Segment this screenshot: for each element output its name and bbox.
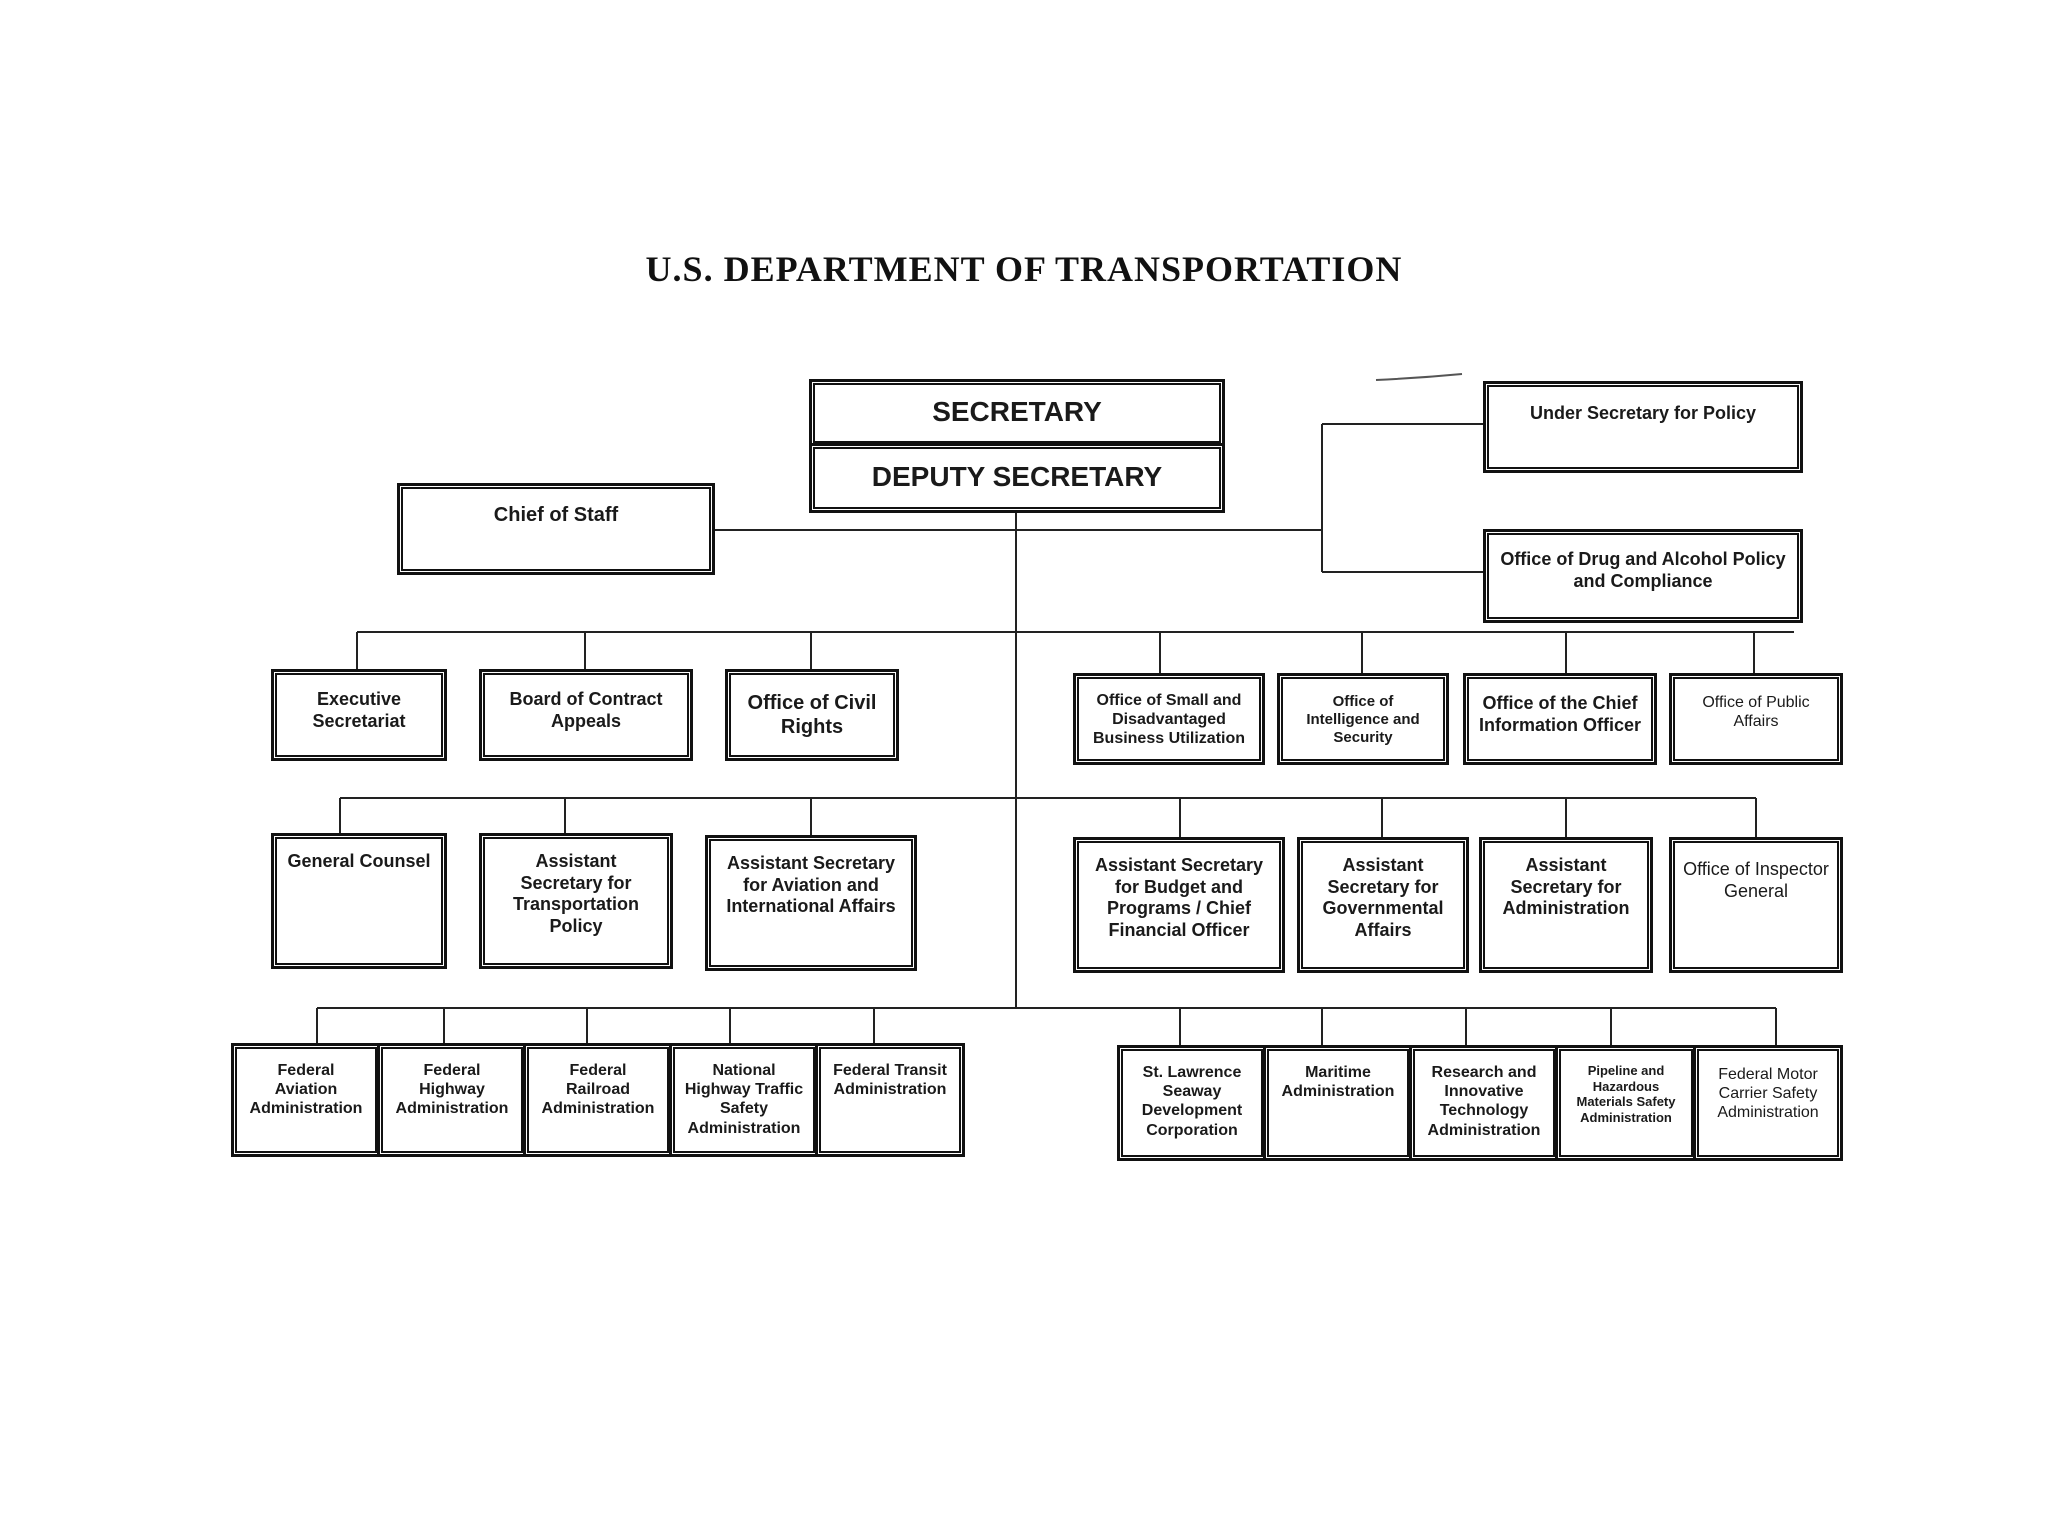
public-affairs-office-box: Office of Public Affairs [1669, 673, 1843, 765]
general-counsel-box: General Counsel [271, 833, 447, 969]
intelligence-security-office-label: Office of Intelligence and Security [1306, 693, 1420, 746]
rita-label: Research and Innovative Technology Admin… [1427, 1064, 1541, 1139]
faa-box: Federal Aviation Administration [231, 1043, 381, 1157]
fmcsa-box: Federal Motor Carrier Safety Administrat… [1693, 1045, 1843, 1161]
under-secretary-label: Under Secretary for Policy [1529, 403, 1757, 423]
public-affairs-office-label: Office of Public Affairs [1702, 694, 1810, 731]
executive-secretariat-label: Executive Secretariat [312, 689, 406, 731]
small-business-office-label: Office of Small and Disadvantaged Busine… [1092, 692, 1246, 748]
budget-programs-cfo-box: Assistant Secretary for Budget and Progr… [1073, 837, 1285, 973]
secretary-box: SECRETARY [809, 379, 1225, 447]
fhwa-label: Federal Highway Administration [395, 1062, 509, 1118]
board-of-contract-appeals-box: Board of Contract Appeals [479, 669, 693, 761]
assistant-secretary-administration-label: Assistant Secretary for Administration [1502, 855, 1630, 919]
aviation-international-affairs-box: Assistant Secretary for Aviation and Int… [705, 835, 917, 971]
fra-box: Federal Railroad Administration [523, 1043, 673, 1157]
phmsa-box: Pipeline and Hazardous Materials Safety … [1555, 1045, 1697, 1161]
board-of-contract-appeals-label: Board of Contract Appeals [509, 689, 663, 731]
executive-secretariat-box: Executive Secretariat [271, 669, 447, 761]
rita-box: Research and Innovative Technology Admin… [1409, 1045, 1559, 1161]
deputy-secretary-box: DEPUTY SECRETARY [809, 443, 1225, 513]
inspector-general-box: Office of Inspector General [1669, 837, 1843, 973]
fhwa-box: Federal Highway Administration [377, 1043, 527, 1157]
general-counsel-label: General Counsel [287, 851, 431, 871]
maritime-administration-box: Maritime Administration [1263, 1045, 1413, 1161]
phmsa-label: Pipeline and Hazardous Materials Safety … [1576, 1063, 1676, 1125]
assistant-secretary-administration-box: Assistant Secretary for Administration [1479, 837, 1653, 973]
inspector-general-label: Office of Inspector General [1683, 859, 1829, 901]
fmcsa-label: Federal Motor Carrier Safety Administrat… [1717, 1066, 1819, 1122]
secretary-label: SECRETARY [932, 396, 1102, 428]
saint-lawrence-seaway-label: St. Lawrence Seaway Development Corporat… [1141, 1064, 1243, 1139]
aviation-international-affairs-label: Assistant Secretary for Aviation and Int… [726, 853, 896, 917]
saint-lawrence-seaway-box: St. Lawrence Seaway Development Corporat… [1117, 1045, 1267, 1161]
chief-information-officer-label: Office of the Chief Information Officer [1478, 693, 1641, 735]
chief-information-officer-box: Office of the Chief Information Officer [1463, 673, 1657, 765]
nhtsa-box: National Highway Traffic Safety Administ… [669, 1043, 819, 1157]
under-secretary-box: Under Secretary for Policy [1483, 381, 1803, 473]
budget-programs-cfo-label: Assistant Secretary for Budget and Progr… [1094, 855, 1264, 940]
chief-of-staff-box: Chief of Staff [397, 483, 715, 575]
transportation-policy-box: Assistant Secretary for Transportation P… [479, 833, 673, 969]
fta-box: Federal Transit Administration [815, 1043, 965, 1157]
governmental-affairs-label: Assistant Secretary for Governmental Aff… [1322, 855, 1444, 940]
governmental-affairs-box: Assistant Secretary for Governmental Aff… [1297, 837, 1469, 973]
chief-of-staff-label: Chief of Staff [493, 504, 619, 526]
deputy-secretary-label: DEPUTY SECRETARY [871, 461, 1163, 493]
transportation-policy-label: Assistant Secretary for Transportation P… [512, 851, 639, 936]
drug-alcohol-office-label: Office of Drug and Alcohol Policy and Co… [1500, 549, 1786, 591]
small-business-office-box: Office of Small and Disadvantaged Busine… [1073, 673, 1265, 765]
chart-title: U.S. DEPARTMENT OF TRANSPORTATION [645, 249, 1403, 289]
civil-rights-office-box: Office of Civil Rights [725, 669, 899, 761]
drug-alcohol-office-box: Office of Drug and Alcohol Policy and Co… [1483, 529, 1803, 623]
fra-label: Federal Railroad Administration [541, 1062, 655, 1118]
maritime-administration-label: Maritime Administration [1281, 1064, 1395, 1101]
civil-rights-office-label: Office of Civil Rights [747, 692, 877, 738]
nhtsa-label: National Highway Traffic Safety Administ… [684, 1062, 804, 1137]
intelligence-security-office-box: Office of Intelligence and Security [1277, 673, 1449, 765]
faa-label: Federal Aviation Administration [249, 1062, 363, 1118]
fta-label: Federal Transit Administration [833, 1062, 947, 1099]
